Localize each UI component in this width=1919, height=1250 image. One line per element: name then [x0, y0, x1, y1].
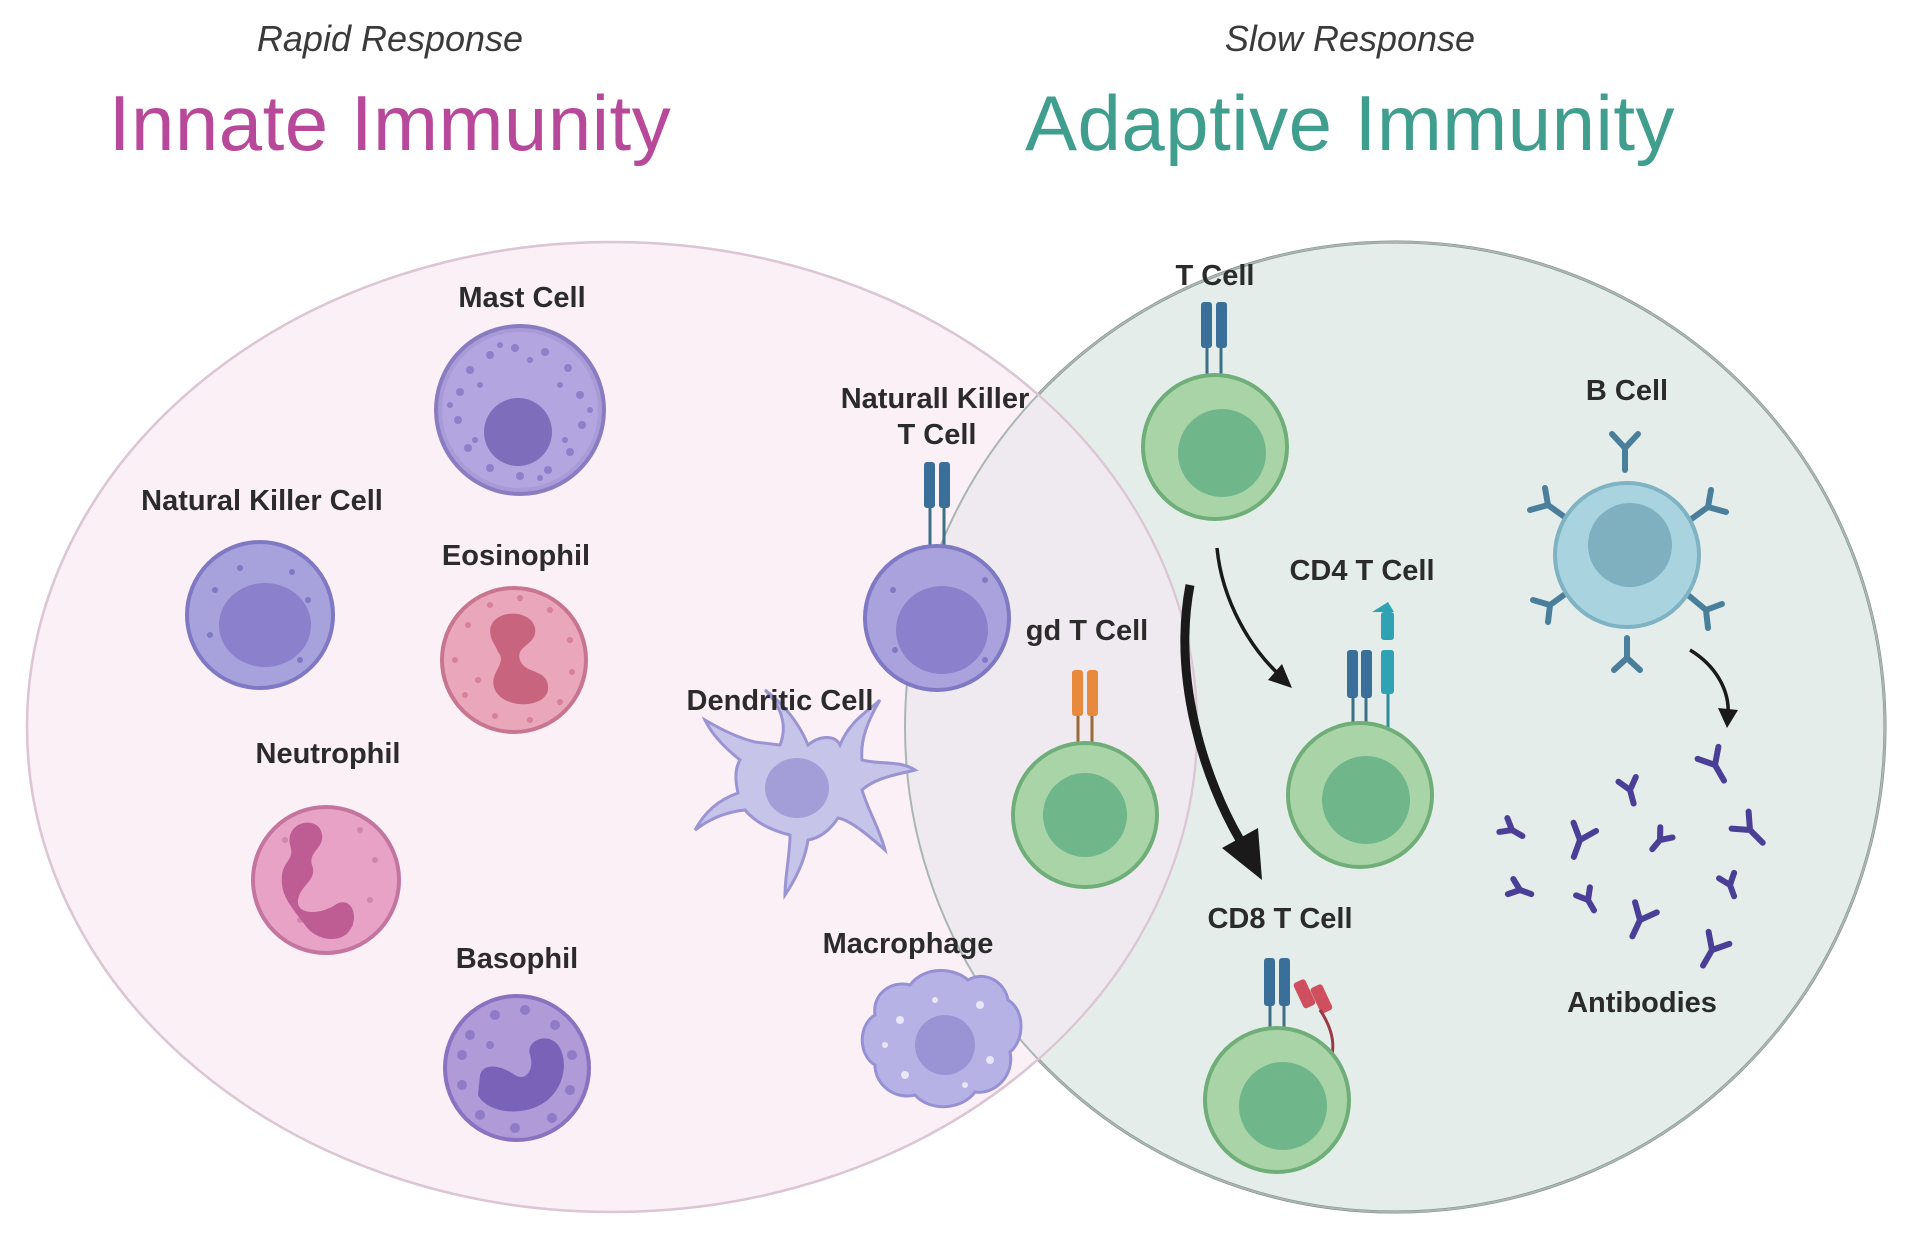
arrow-to-cd4 — [1215, 547, 1287, 682]
gd-t-cell-icon — [1011, 670, 1159, 889]
neutrophil-icon — [251, 805, 401, 955]
basophil-label: Basophil — [456, 943, 578, 975]
natural-killer-cell-icon — [185, 540, 335, 690]
adaptive-outline — [904, 241, 1886, 1213]
cd4-t-cell-label: CD4 T Cell — [1289, 555, 1434, 587]
arrow-to-antibodies-head — [1718, 708, 1738, 728]
natural-killer-t-cell-icon — [863, 462, 1011, 692]
macrophage-label: Macrophage — [823, 928, 994, 960]
arrow-to-cd8-head — [1222, 828, 1262, 880]
eosinophil-label: Eosinophil — [442, 540, 590, 572]
cd8-t-cell-label: CD8 T Cell — [1207, 903, 1352, 935]
t-cell-label: T Cell — [1176, 260, 1255, 292]
gd-t-cell-label: gd T Cell — [1026, 615, 1148, 647]
mast-cell-label: Mast Cell — [458, 282, 585, 314]
arrow-to-antibodies — [1689, 648, 1730, 716]
neutrophil-label: Neutrophil — [256, 738, 401, 770]
cd4-t-cell-icon — [1286, 602, 1434, 869]
dendritic-cell-icon — [693, 688, 919, 900]
innate-subtitle: Rapid Response — [256, 18, 524, 59]
b-cell-label: B Cell — [1586, 375, 1668, 407]
arrow-to-cd4-head — [1268, 664, 1292, 688]
arrow-to-cd8 — [1180, 584, 1244, 843]
basophil-icon — [443, 994, 591, 1142]
eosinophil-icon — [440, 586, 588, 734]
adaptive-subtitle: Slow Response — [1224, 18, 1476, 59]
t-cell-icon — [1141, 302, 1289, 521]
mast-cell-icon — [434, 324, 606, 496]
antibodies-label: Antibodies — [1567, 987, 1717, 1019]
macrophage-icon — [860, 969, 1023, 1109]
nkt-label-line1: Naturall Killer — [841, 383, 1030, 415]
b-cell-body-icon — [1553, 481, 1701, 629]
cd8-t-cell-icon — [1203, 958, 1351, 1174]
innate-title: Innate Immunity — [108, 79, 672, 167]
nkt-label-line2: T Cell — [898, 419, 977, 451]
adaptive-title: Adaptive Immunity — [1024, 79, 1676, 167]
dendritic-cell-label: Dendritic Cell — [687, 685, 874, 717]
natural-killer-cell-label: Natural Killer Cell — [141, 485, 383, 517]
antibodies-icon — [1496, 743, 1766, 969]
b-cell-icon — [1527, 431, 1729, 673]
